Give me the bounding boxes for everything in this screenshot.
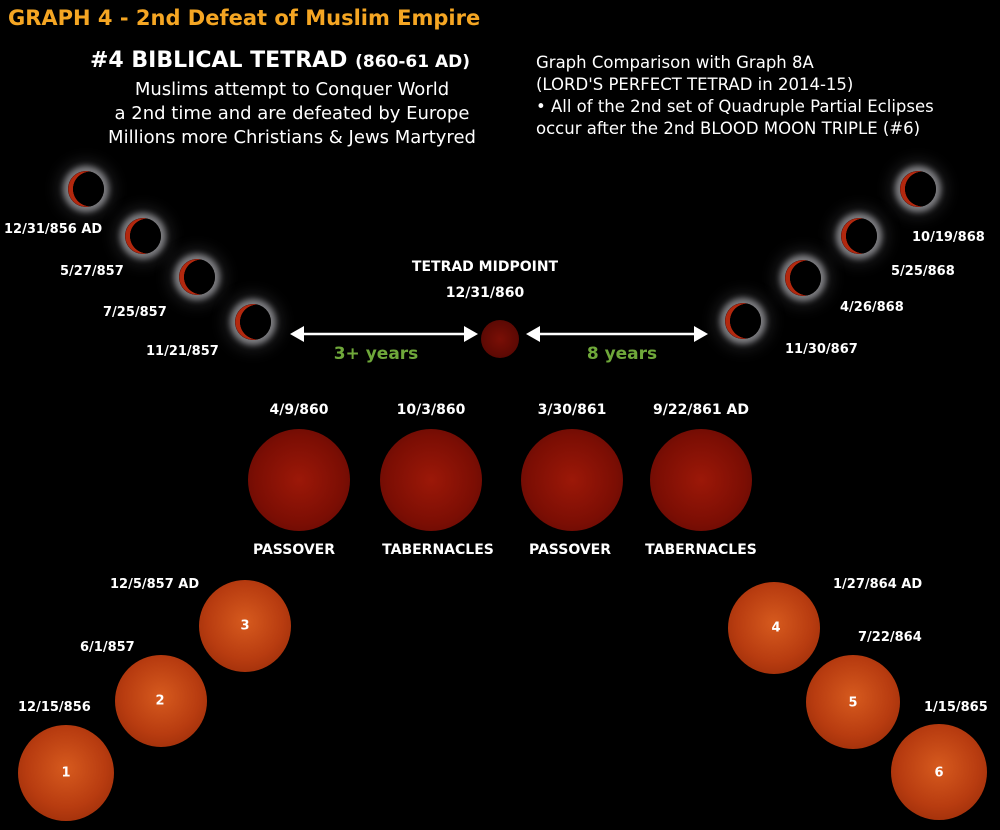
feast-label: PASSOVER xyxy=(528,542,612,558)
feast-label: PASSOVER xyxy=(252,542,336,558)
comparison-line: occur after the 2nd BLOOD MOON TRIPLE (#… xyxy=(536,119,921,138)
tetrad-years: (860-61 AD) xyxy=(355,52,471,72)
eclipse-date: 10/19/868 xyxy=(912,230,985,245)
graph-title: GRAPH 4 - 2nd Defeat of Muslim Empire xyxy=(8,6,481,30)
eclipse-date: 5/25/868 xyxy=(891,264,955,279)
partial-eclipse xyxy=(785,260,821,296)
midpoint-label: TETRAD MIDPOINT xyxy=(411,259,559,275)
solar-eclipse-date: 12/15/856 xyxy=(18,700,91,715)
tetrad-description: Muslims attempt to Conquer World a 2nd t… xyxy=(72,78,512,150)
eclipse-date: 7/25/857 xyxy=(103,305,167,320)
span-right-label: 8 years xyxy=(586,344,658,364)
partial-eclipse xyxy=(235,304,271,340)
comparison-line: • All of the 2nd set of Quadruple Partia… xyxy=(536,97,934,116)
blood-moon xyxy=(521,429,623,531)
solar-eclipse xyxy=(806,655,900,749)
solar-eclipse xyxy=(728,582,820,674)
blood-moon-date: 4/9/860 xyxy=(269,402,329,418)
partial-eclipse xyxy=(725,303,761,339)
eclipse-number: 6 xyxy=(934,765,944,781)
feast-label: TABERNACLES xyxy=(645,542,757,558)
blood-moon-date: 3/30/861 xyxy=(537,402,607,418)
partial-eclipse xyxy=(125,218,161,254)
midpoint-moon xyxy=(481,320,519,358)
solar-eclipse xyxy=(18,725,114,821)
eclipse-number: 4 xyxy=(771,620,781,636)
solar-eclipse-date: 6/1/857 xyxy=(80,640,135,655)
description-line: Muslims attempt to Conquer World xyxy=(134,79,450,100)
span-left-label: 3+ years xyxy=(333,344,419,364)
eclipse-number: 2 xyxy=(155,693,165,709)
solar-eclipse xyxy=(891,724,987,820)
eclipse-number: 1 xyxy=(61,765,71,781)
partial-eclipse xyxy=(900,171,936,207)
solar-eclipse-date: 12/5/857 AD xyxy=(110,577,200,592)
tetrad-name: #4 BIBLICAL TETRAD xyxy=(90,48,348,73)
blood-moon xyxy=(380,429,482,531)
eclipse-number: 5 xyxy=(848,695,858,711)
eclipse-date: 12/31/856 AD xyxy=(4,222,103,237)
feast-label: TABERNACLES xyxy=(382,542,494,558)
arrow-head xyxy=(464,326,478,342)
eclipse-date: 5/27/857 xyxy=(60,264,124,279)
arrow-head xyxy=(290,326,304,342)
description-line: a 2nd time and are defeated by Europe xyxy=(114,103,470,124)
eclipse-number: 3 xyxy=(240,618,250,634)
eclipse-date: 11/30/867 xyxy=(785,342,858,357)
blood-moon-date: 10/3/860 xyxy=(396,402,466,418)
midpoint-date: 12/31/860 xyxy=(445,285,525,301)
blood-moon-date: 9/22/861 AD xyxy=(652,402,750,418)
partial-eclipse xyxy=(841,218,877,254)
blood-moon xyxy=(248,429,350,531)
blood-moon xyxy=(650,429,752,531)
description-line: Millions more Christians & Jews Martyred xyxy=(108,127,476,148)
arrow-head xyxy=(526,326,540,342)
eclipse-date: 11/21/857 xyxy=(146,344,219,359)
solar-eclipse xyxy=(115,655,207,747)
comparison-note: Graph Comparison with Graph 8A (LORD'S P… xyxy=(536,52,934,140)
partial-eclipse xyxy=(68,171,104,207)
comparison-line: Graph Comparison with Graph 8A xyxy=(536,53,814,72)
solar-eclipse xyxy=(199,580,291,672)
comparison-line: (LORD'S PERFECT TETRAD in 2014-15) xyxy=(536,75,854,94)
arrow-head xyxy=(694,326,708,342)
partial-eclipse xyxy=(179,259,215,295)
solar-eclipse-date: 1/27/864 AD xyxy=(833,577,923,592)
solar-eclipse-date: 1/15/865 xyxy=(924,700,988,715)
eclipse-date: 4/26/868 xyxy=(840,300,904,315)
solar-eclipse-date: 7/22/864 xyxy=(858,630,922,645)
tetrad-heading: #4 BIBLICAL TETRAD (860-61 AD) xyxy=(90,48,470,73)
